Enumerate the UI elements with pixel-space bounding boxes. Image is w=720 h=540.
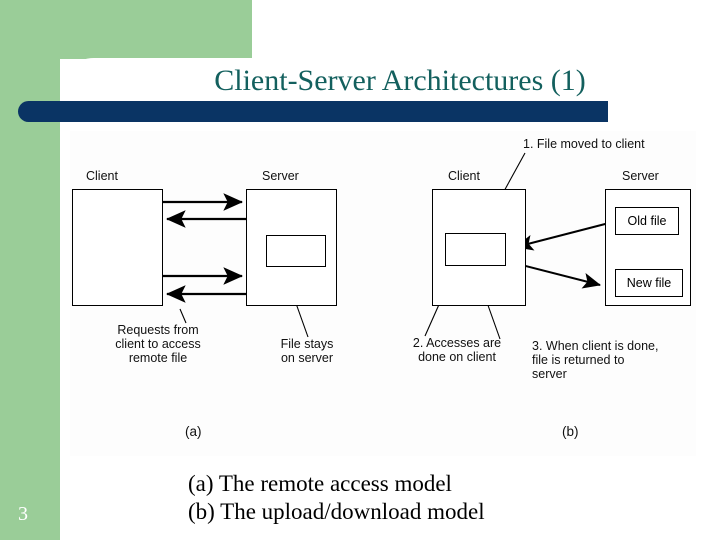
figure-caption-line-b: (b) The upload/download model <box>188 499 485 524</box>
panel-b-step2-note: 2. Accesses are done on client <box>392 336 522 364</box>
panel-a-client-header: Client <box>86 169 118 183</box>
navy-accent-bar <box>18 101 608 122</box>
panel-a-file-stays-note: File stays on server <box>252 337 362 365</box>
panel-b-step1-note: 1. File moved to client <box>523 137 645 151</box>
panel-b-letter: (b) <box>562 424 579 439</box>
panel-b-server-header: Server <box>622 169 659 183</box>
slide-number: 3 <box>18 503 28 525</box>
panel-a-file-box <box>266 235 326 267</box>
panel-a-letter: (a) <box>185 424 202 439</box>
panel-b-step3-note-line3: server <box>532 367 567 381</box>
page-title: Client-Server Architectures (1) <box>214 64 586 97</box>
panel-a-requests-note-line2: client to access <box>115 337 201 351</box>
panel-a-client-box <box>72 189 163 306</box>
panel-a-server-header: Server <box>262 169 299 183</box>
panel-b-step3-note: 3. When client is done, file is returned… <box>532 339 658 381</box>
figure-caption: (a) The remote access model (b) The uplo… <box>188 470 485 526</box>
panel-b-old-file-box: Old file <box>615 207 679 235</box>
panel-b-step3-note-line1: 3. When client is done, <box>532 339 659 353</box>
panel-b-step2-note-line1: 2. Accesses are <box>412 336 502 350</box>
panel-a-file-stays-note-line1: File stays <box>280 337 334 351</box>
green-top-block <box>0 0 252 59</box>
green-sidebar-bar <box>0 0 60 540</box>
panel-b-client-header: Client <box>448 169 480 183</box>
panel-a-requests-note-line1: Requests from <box>117 323 199 337</box>
panel-b-step3-note-line2: file is returned to <box>532 353 625 367</box>
figure-caption-line-a: (a) The remote access model <box>188 471 452 496</box>
panel-b-new-file-box: New file <box>615 269 683 297</box>
panel-b-step2-note-line2: done on client <box>418 350 496 364</box>
panel-a-file-stays-note-line2: on server <box>280 351 334 365</box>
architecture-figure: Client Server Requests from client to ac… <box>70 131 696 456</box>
figure-lines <box>163 152 610 340</box>
panel-b-client-file-box <box>445 233 506 266</box>
panel-a-requests-note: Requests from client to access remote fi… <box>88 323 228 365</box>
panel-a-requests-note-line3: remote file <box>128 351 188 365</box>
